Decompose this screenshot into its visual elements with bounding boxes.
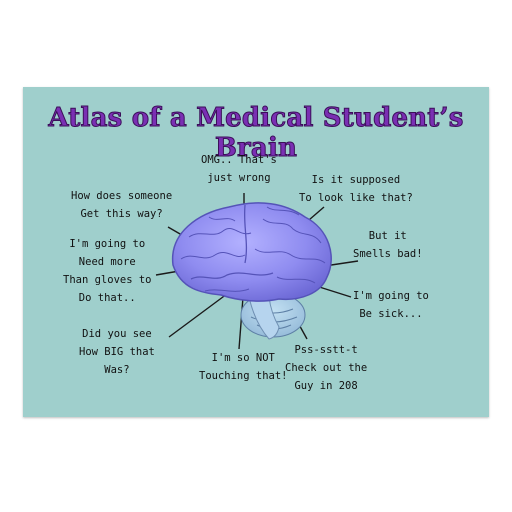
note-supposed: Is it supposed To look like that? xyxy=(299,171,413,207)
note-line: I'm going to xyxy=(353,290,429,302)
note-line: Check out the xyxy=(285,362,368,374)
note-line: Guy in 208 xyxy=(294,380,358,392)
note-line: Pss-sstt-t xyxy=(294,344,358,356)
card-title: Atlas of a Medical Student’s Brain xyxy=(48,103,464,164)
note-line: I'm so NOT xyxy=(211,352,275,364)
brain-stem xyxy=(248,296,280,340)
note-line: Touching that! xyxy=(199,370,288,382)
note-line: OMG.. That's xyxy=(201,154,277,166)
note-line: Need more xyxy=(78,256,136,268)
leader-line-touching xyxy=(238,296,244,350)
note-how: How does someone Get this way? xyxy=(71,187,172,223)
note-line: I'm going to xyxy=(69,238,146,250)
note-line: How BIG that xyxy=(79,346,155,358)
note-line: Do that.. xyxy=(78,292,136,304)
note-touching: I'm so NOT Touching that! xyxy=(199,349,288,385)
note-omg: OMG.. That's just wrong xyxy=(201,151,277,187)
note-line: But it xyxy=(368,230,407,242)
greeting-card: Atlas of a Medical Student’s Brain xyxy=(23,87,489,417)
note-line: How does someone xyxy=(71,190,173,202)
note-gloves: I'm going to Need more Than gloves to Do… xyxy=(63,235,152,307)
note-line: just wrong xyxy=(207,172,271,184)
brain-illustration xyxy=(155,193,359,350)
note-line: Be sick... xyxy=(359,308,423,320)
note-pss: Pss-sstt-t Check out the Guy in 208 xyxy=(285,341,367,395)
note-line: To look like that? xyxy=(299,192,413,204)
note-line: Get this way? xyxy=(80,208,163,220)
cerebrum xyxy=(172,202,332,302)
note-line: Than gloves to xyxy=(63,274,152,286)
note-sick: I'm going to Be sick... xyxy=(353,287,429,323)
note-smells: But it Smells bad! xyxy=(353,227,423,263)
note-line: Did you see xyxy=(82,328,152,340)
note-line: Was? xyxy=(104,364,130,376)
note-line: Is it supposed xyxy=(311,174,401,186)
note-big: Did you see How BIG that Was? xyxy=(79,325,155,379)
note-line: Smells bad! xyxy=(353,248,423,260)
